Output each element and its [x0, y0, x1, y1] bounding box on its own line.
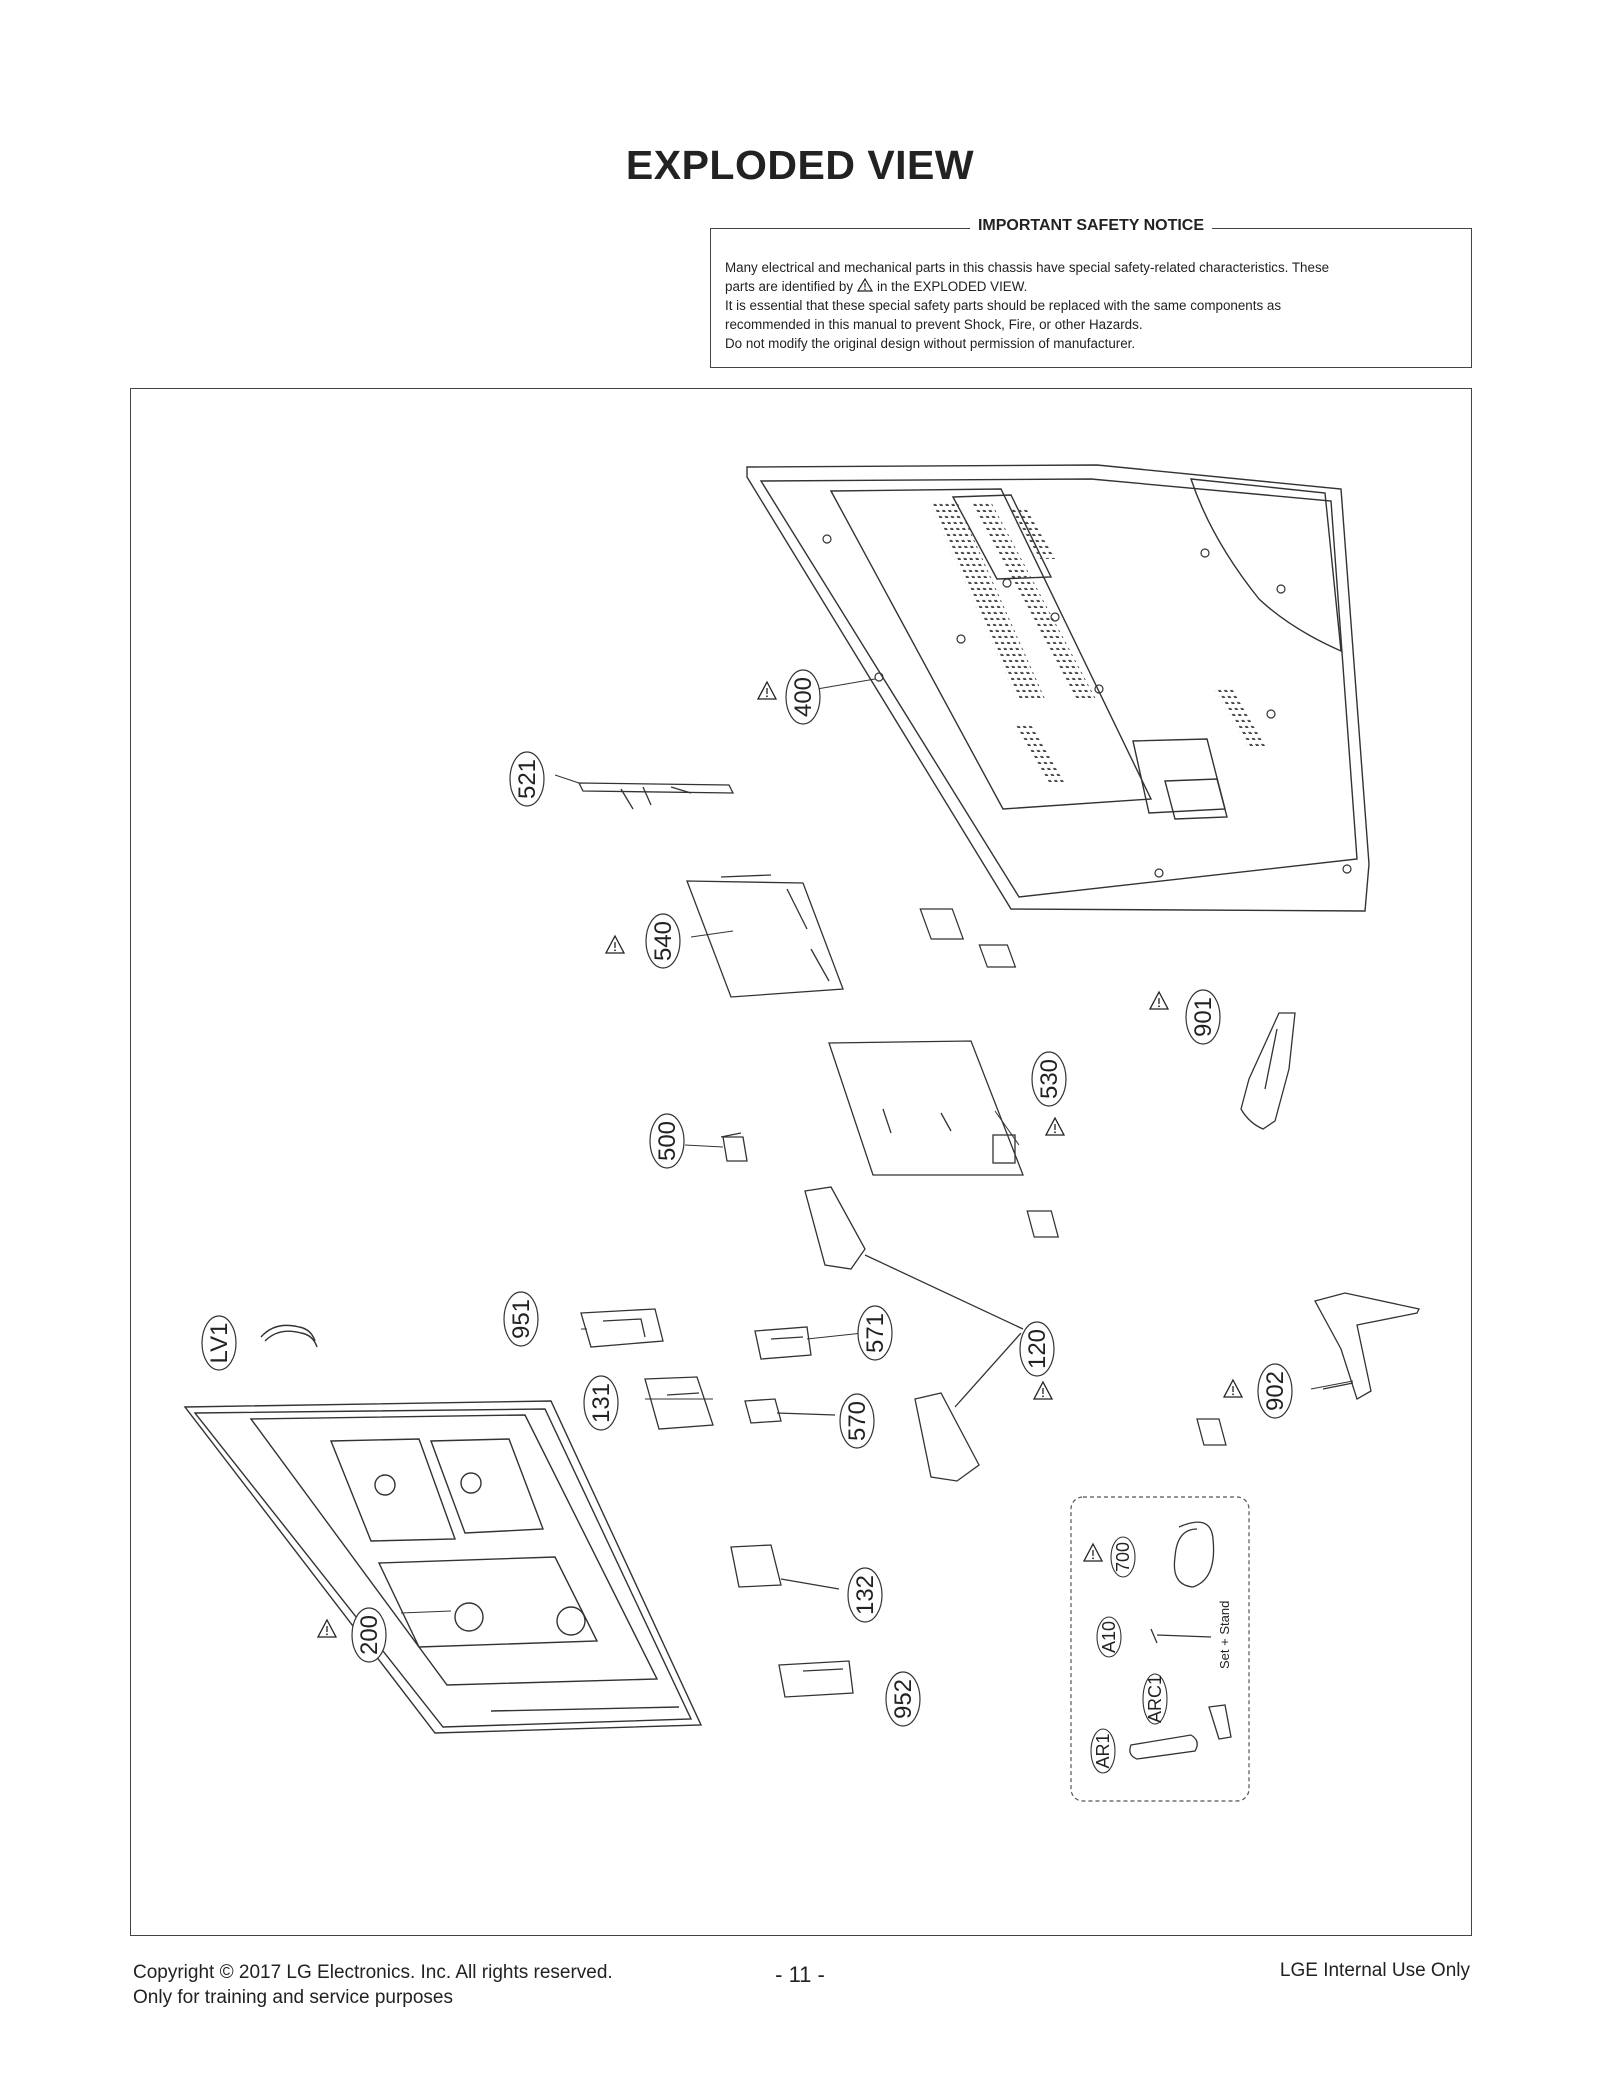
panel-frame-200-part	[183, 1400, 703, 1734]
part-500	[720, 1132, 748, 1162]
page-title: EXPLODED VIEW	[625, 142, 975, 188]
svg-text:131: 131	[588, 1383, 615, 1423]
remote-ar1-part	[1129, 1734, 1198, 1760]
copyright: Copyright © 2017 LG Electronics. Inc. Al…	[133, 1962, 613, 2008]
svg-text:132: 132	[852, 1575, 879, 1615]
svg-text:400: 400	[790, 677, 817, 717]
svg-text:540: 540	[650, 921, 677, 961]
leader-lines	[400, 678, 1354, 1614]
svg-text:A10: A10	[1099, 1621, 1119, 1653]
speaker-120-part	[804, 1186, 1227, 1482]
callout-530: 530	[1031, 1051, 1067, 1107]
stand-base-902-part	[1314, 1292, 1420, 1400]
power-board-530-part	[828, 1040, 1024, 1176]
safety-notice-title: IMPORTANT SAFETY NOTICE	[969, 217, 1213, 234]
back-cover-vent	[928, 501, 1046, 701]
safety-notice: IMPORTANT SAFETY NOTICE Many electrical …	[710, 217, 1472, 368]
notice-line-3: It is essential that these special safet…	[725, 298, 1282, 313]
part-131	[644, 1376, 714, 1430]
svg-text:951: 951	[508, 1299, 535, 1339]
warning-triangle-icon	[317, 1619, 337, 1638]
callout-a10: A10	[1096, 1616, 1122, 1658]
part-952	[778, 1660, 854, 1698]
warning-triangle-icon	[757, 681, 777, 700]
callout-901: 901	[1185, 989, 1221, 1045]
svg-text:LV1: LV1	[206, 1323, 233, 1364]
notice-line-5: Do not modify the original design withou…	[725, 336, 1136, 351]
safety-notice-body: Many electrical and mechanical parts in …	[725, 258, 1457, 353]
part-570	[744, 1398, 836, 1424]
warning-triangle-icon	[605, 935, 625, 954]
part-132	[730, 1544, 840, 1590]
part-571	[754, 1326, 812, 1360]
callout-132: 132	[847, 1567, 883, 1623]
callout-540: 540	[645, 913, 681, 969]
stand-leg-901-part	[1240, 1012, 1296, 1130]
part-951	[580, 1308, 664, 1348]
internal-use-label: LGE Internal Use Only	[1279, 1960, 1470, 1981]
warning-triangle-icon	[1083, 1543, 1103, 1562]
callout-571: 571	[857, 1305, 893, 1361]
svg-text:521: 521	[514, 759, 541, 799]
svg-text:530: 530	[1036, 1059, 1063, 1099]
notice-line-1: Many electrical and mechanical parts in …	[725, 260, 1330, 275]
svg-text:200: 200	[356, 1615, 383, 1655]
callout-lv1: LV1	[201, 1315, 237, 1371]
warning-triangle-icon	[1033, 1381, 1053, 1400]
svg-text:570: 570	[844, 1401, 871, 1441]
warning-triangle-icon	[1223, 1379, 1243, 1398]
callout-400: 400	[785, 669, 821, 725]
bracket-521-part	[577, 782, 735, 810]
svg-text:952: 952	[890, 1679, 917, 1719]
callout-952: 952	[885, 1671, 921, 1727]
page-number: - 11 -	[775, 1962, 825, 1987]
callout-700: 700	[1110, 1536, 1136, 1578]
svg-text:571: 571	[862, 1313, 889, 1353]
back-cover-vent	[1013, 723, 1067, 783]
svg-text:ARC1: ARC1	[1145, 1675, 1165, 1723]
notice-line-2-post: in the EXPLODED VIEW.	[877, 279, 1028, 294]
main-board-540-part	[686, 874, 1017, 998]
warning-triangle-icon	[857, 278, 874, 292]
back-cover-part	[746, 464, 1370, 912]
callout-131: 131	[583, 1375, 619, 1431]
notice-line-2-pre: parts are identified by	[725, 279, 854, 294]
svg-text:901: 901	[1190, 997, 1217, 1037]
back-cover-vent	[1008, 509, 1058, 559]
callout-570: 570	[839, 1393, 875, 1449]
warning-triangle-icon	[1045, 1117, 1065, 1136]
callout-951: 951	[503, 1291, 539, 1347]
accessory-box	[1070, 1496, 1250, 1802]
callout-arc1: ARC1	[1142, 1673, 1168, 1725]
set-stand-label: Set + Stand	[1217, 1601, 1232, 1669]
exploded-view-diagram: 400 521 540 530 901 500 951	[183, 464, 1420, 1802]
callout-120: 120	[1019, 1321, 1055, 1377]
power-cord-700-part	[1173, 1521, 1215, 1588]
callout-200: 200	[351, 1607, 387, 1663]
callouts: 400 521 540 530 901 500 951	[201, 669, 1293, 1774]
callout-902: 902	[1257, 1363, 1293, 1419]
cable-lv1-part	[260, 1324, 318, 1348]
svg-text:120: 120	[1024, 1329, 1051, 1369]
remote-arc1-part	[1208, 1704, 1232, 1740]
exploded-view-frame: 400 521 540 530 901 500 951	[130, 388, 1472, 1936]
screw-a10-part	[1150, 1628, 1212, 1644]
svg-text:AR1: AR1	[1093, 1733, 1113, 1768]
back-cover-vent	[970, 501, 1097, 701]
back-cover-vent	[1214, 689, 1267, 749]
svg-text:500: 500	[654, 1121, 681, 1161]
warning-triangle-icon	[1149, 991, 1169, 1010]
svg-text:700: 700	[1113, 1542, 1133, 1572]
callout-ar1: AR1	[1090, 1728, 1116, 1774]
callout-521: 521	[509, 751, 545, 807]
callout-500: 500	[649, 1113, 685, 1169]
svg-text:902: 902	[1262, 1371, 1289, 1411]
notice-line-4: recommended in this manual to prevent Sh…	[725, 317, 1143, 332]
